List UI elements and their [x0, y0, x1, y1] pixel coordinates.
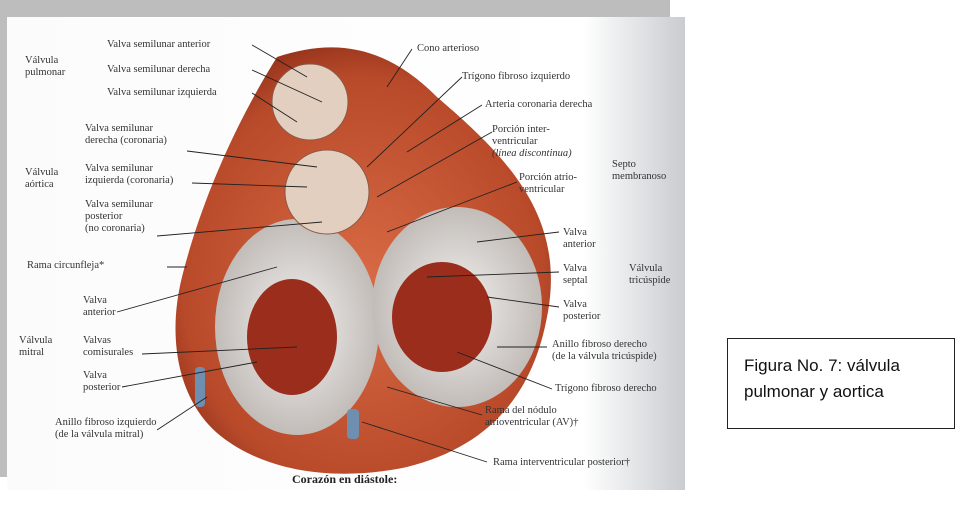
coronary-sinus-left [195, 367, 205, 407]
mitral-leaflets [247, 279, 337, 395]
label-rama-circunfleja: Rama circunfleja* [27, 260, 105, 271]
label-valva-semilunar-anterior: Valva semilunar anterior [107, 39, 211, 50]
tricuspid-leaflets [392, 262, 492, 372]
figure-caption-line1: Figura No. 7: válvula [744, 356, 900, 375]
label-valva-semilunar-derecha: Valva semilunar derecha [107, 64, 211, 75]
label-porcion-atrioventricular: Porción atrio-ventricular [519, 172, 578, 195]
label-arteria-coronaria-derecha: Arteria coronaria derecha [485, 99, 593, 110]
label-trigono-derecho: Trígono fibroso derecho [555, 383, 657, 394]
label-valva-semilunar-izquierda: Valva semilunar izquierda [107, 87, 217, 98]
figure-caption-line2: pulmonar y aortica [744, 382, 884, 401]
heart-drawing [116, 44, 560, 474]
label-anillo-fibroso-izquierdo: Anillo fibroso izquierdo(de la válvula m… [55, 417, 157, 440]
gray-background-strip [0, 17, 7, 477]
label-anillo-fibroso-derecho: Anillo fibroso derecho(de la válvula tri… [552, 339, 657, 362]
label-porcion-interventricular: Porción inter-ventricular(línea disconti… [492, 124, 572, 159]
aortic-valve [284, 149, 370, 235]
label-cono-arterioso: Cono arterioso [417, 43, 480, 54]
pulmonary-valve [271, 63, 349, 141]
label-rama-interventricular-posterior: Rama interventricular posterior† [493, 457, 631, 468]
leader-lines [116, 44, 560, 463]
coronary-sinus-bottom [347, 409, 359, 439]
gray-background-band [0, 0, 670, 17]
plate-caption: Corazón en diástole: [292, 472, 398, 486]
figure-caption-box: Figura No. 7: válvula pulmonar y aortica [727, 338, 955, 429]
label-trigono-izquierdo: Trígono fibroso izquierdo [462, 71, 571, 82]
